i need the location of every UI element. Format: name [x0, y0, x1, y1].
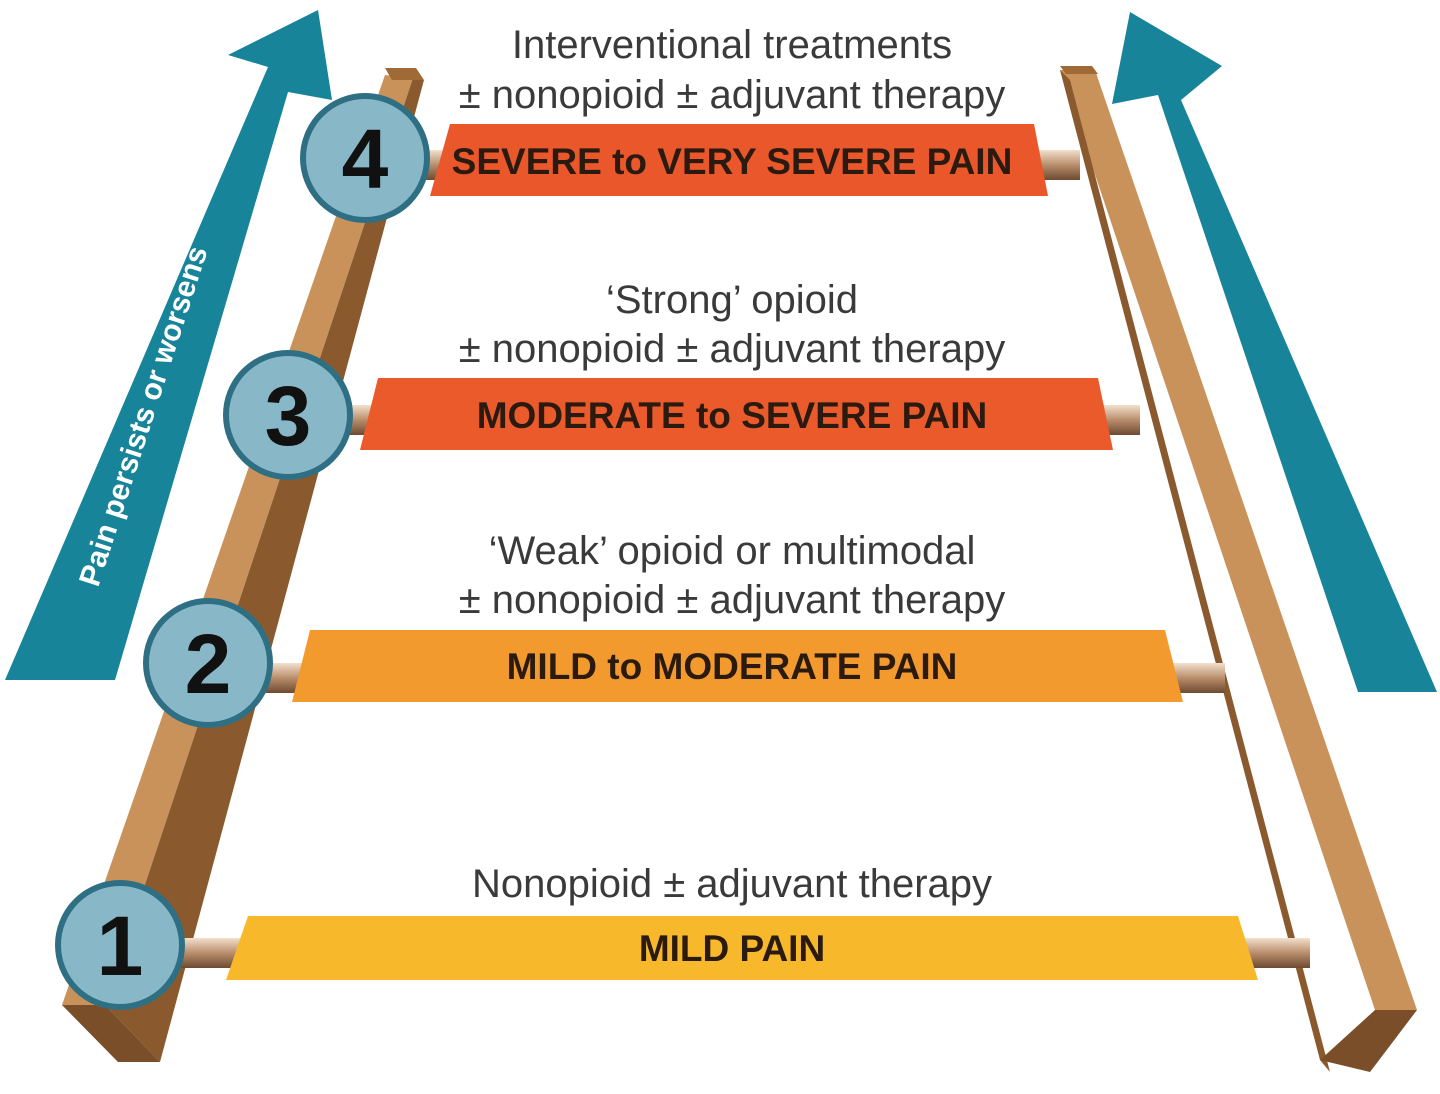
step-4-treatment-line-1: Interventional treatments: [512, 23, 952, 67]
step-2-treatment-line-1: ‘Weak’ opioid or multimodal: [489, 529, 976, 573]
step-4-number: 4: [342, 112, 389, 206]
step-1-treatment-line-1: Nonopioid ± adjuvant therapy: [472, 862, 992, 906]
right-up-arrow: [1112, 12, 1437, 692]
step-1: Nonopioid ± adjuvant therapy MILD PAIN 1: [55, 862, 1258, 1010]
left-rail-front: [62, 1005, 160, 1062]
step-1-number: 1: [97, 899, 144, 993]
step-2-number: 2: [185, 617, 232, 711]
step-3-treatment-line-1: ‘Strong’ opioid: [606, 278, 858, 322]
step-1-number-circle: [55, 880, 185, 1010]
step-4-treatment-line-2: ± nonopioid ± adjuvant therapy: [459, 73, 1006, 117]
left-rail-top: [385, 68, 424, 80]
step-3-band: [360, 378, 1113, 450]
step-2: ‘Weak’ opioid or multimodal ± nonopioid …: [143, 529, 1183, 728]
right-rail-front: [1320, 1010, 1417, 1072]
right-ladder-rail: [1060, 66, 1417, 1072]
step-4: Interventional treatments ± nonopioid ± …: [300, 23, 1048, 223]
step-2-band: [292, 630, 1183, 702]
step-3: ‘Strong’ opioid ± nonopioid ± adjuvant t…: [223, 278, 1113, 480]
step-3-number: 3: [265, 369, 312, 463]
step-1-pain-level: MILD PAIN: [639, 928, 825, 969]
step-4-number-circle: [300, 93, 430, 223]
step-1-band: [226, 916, 1258, 980]
left-arrow-shape: [5, 10, 332, 680]
step-4-band: [430, 124, 1048, 196]
left-rail-face: [62, 75, 413, 1005]
right-rail-side: [1060, 70, 1330, 1072]
right-rail-face: [1060, 70, 1417, 1010]
right-arrow-shape: [1112, 12, 1437, 692]
step-2-treatment-line-2: ± nonopioid ± adjuvant therapy: [459, 578, 1006, 622]
step-2-number-circle: [143, 598, 273, 728]
right-rail-top: [1060, 66, 1098, 74]
left-ladder-rail: [62, 68, 424, 1062]
step-4-pain-level: SEVERE to VERY SEVERE PAIN: [452, 141, 1013, 182]
step-3-treatment-line-2: ± nonopioid ± adjuvant therapy: [459, 327, 1006, 371]
left-rail-side: [105, 78, 424, 1062]
step-3-pain-level: MODERATE to SEVERE PAIN: [477, 395, 988, 436]
step-2-pain-level: MILD to MODERATE PAIN: [507, 646, 958, 687]
step-3-number-circle: [223, 350, 353, 480]
